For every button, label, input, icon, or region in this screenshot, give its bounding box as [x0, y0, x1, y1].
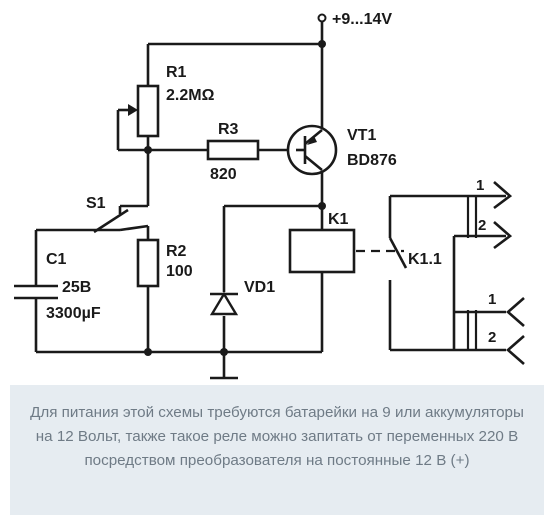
- vt1-part: BD876: [347, 152, 397, 169]
- s1-switch: S1: [86, 195, 149, 234]
- vt1-ref: VT1: [347, 127, 376, 144]
- k11-relay-contact: K1.1 1 2 1 2: [388, 177, 525, 365]
- r3-value: 820: [210, 166, 237, 183]
- junction-dots: [144, 40, 326, 356]
- supply-label: +9...14V: [332, 11, 392, 28]
- contact-bottom-1: 1: [488, 291, 496, 308]
- r2-value: 100: [166, 263, 193, 280]
- r1-potentiometer: R1 2.2MΩ: [118, 64, 215, 138]
- r2-ref: R2: [166, 243, 187, 260]
- contact-top-1: 1: [476, 177, 484, 194]
- r3-resistor: R3 820: [206, 121, 260, 183]
- r1-value: 2.2MΩ: [166, 87, 215, 104]
- vd1-ref: VD1: [244, 279, 275, 296]
- contact-top-2: 2: [478, 217, 486, 234]
- r2-resistor: R2 100: [136, 238, 193, 288]
- supply-terminal: [317, 13, 327, 23]
- k11-ref: K1.1: [408, 251, 442, 268]
- caption-text: Для питания этой схемы требуются батарей…: [30, 404, 524, 469]
- k1-relay-coil: K1: [288, 211, 356, 274]
- c1-capacitor: C1 25B 3300µF: [14, 251, 101, 322]
- circuit-wires: [34, 22, 324, 380]
- r3-ref: R3: [218, 121, 239, 138]
- s1-ref: S1: [86, 195, 106, 212]
- contact-bottom-2: 2: [488, 329, 496, 346]
- circuit-schematic: +9...14V: [14, 11, 525, 380]
- c1-voltage: 25B: [62, 279, 91, 296]
- c1-ref: C1: [46, 251, 67, 268]
- c1-value: 3300µF: [46, 305, 101, 322]
- vt1-transistor: VT1 BD876: [286, 124, 397, 176]
- k1-ref: K1: [328, 211, 349, 228]
- figure-caption: Для питания этой схемы требуются батарей…: [10, 385, 544, 515]
- r1-ref: R1: [166, 64, 187, 81]
- vd1-diode: VD1: [209, 279, 275, 316]
